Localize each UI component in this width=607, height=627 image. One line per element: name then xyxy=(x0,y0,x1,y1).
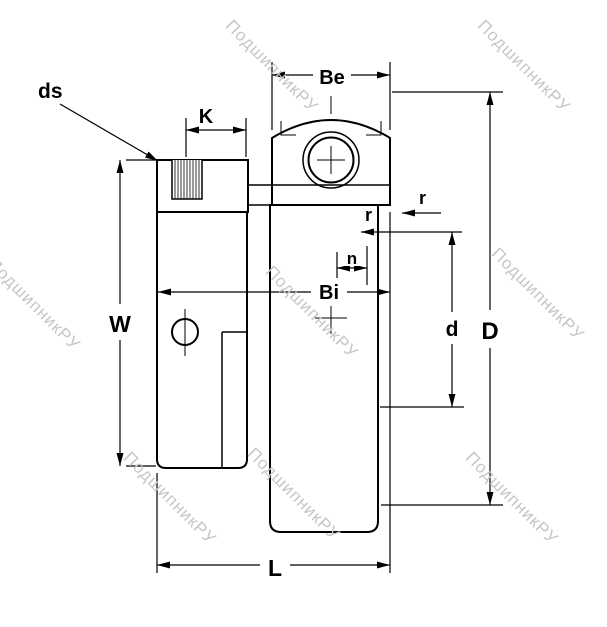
dimension-labels: ds K Be r r n Bi W d D L xyxy=(38,62,508,583)
label-bg xyxy=(472,310,508,348)
bearing-cross-section xyxy=(156,96,391,533)
ball xyxy=(307,136,355,184)
watermark-text: ПодшипникРУ xyxy=(120,448,220,548)
seal-groove-left xyxy=(280,121,296,136)
label-bg xyxy=(343,249,361,266)
flinger-body xyxy=(269,204,379,533)
watermark-text: ПодшипникРУ xyxy=(262,262,362,362)
label-r-outer: r xyxy=(419,188,426,208)
inner-ring-section xyxy=(247,184,391,206)
dim-n xyxy=(336,246,368,285)
shaft-sleeve xyxy=(156,211,248,469)
watermark-text: ПодшипникРУ xyxy=(244,444,344,544)
seal-groove-right xyxy=(366,121,382,136)
outer-ring-section xyxy=(271,119,391,206)
watermarks: ПодшипникРУ ПодшипникРУ ПодшипникРУ Подш… xyxy=(0,16,588,548)
label-bg xyxy=(311,278,347,306)
label-d-bore: d xyxy=(446,318,459,341)
ds-leader-line xyxy=(59,103,159,162)
label-r-inner: r xyxy=(365,205,372,225)
dimensions xyxy=(59,62,503,573)
label-ds: ds xyxy=(38,80,63,103)
label-bi: Bi xyxy=(319,282,339,304)
dim-d-outer xyxy=(381,91,503,506)
dim-k xyxy=(185,118,247,157)
setscrew-threads xyxy=(172,160,202,199)
setscrew-outline xyxy=(171,160,203,200)
watermark-text: ПодшипникРУ xyxy=(474,16,574,116)
label-w: W xyxy=(109,311,131,337)
label-d-outer: D xyxy=(481,318,498,345)
label-bg xyxy=(101,304,139,340)
label-n: n xyxy=(347,249,357,268)
watermark-text: ПодшипникРУ xyxy=(462,448,562,548)
watermark-text: ПодшипникРУ xyxy=(0,254,84,354)
label-bg xyxy=(313,62,351,90)
label-k: K xyxy=(199,106,214,128)
ball-raceway xyxy=(302,131,360,189)
label-bg xyxy=(437,312,467,344)
label-bg xyxy=(260,549,290,583)
label-be: Be xyxy=(319,67,345,89)
label-l: L xyxy=(268,555,282,581)
